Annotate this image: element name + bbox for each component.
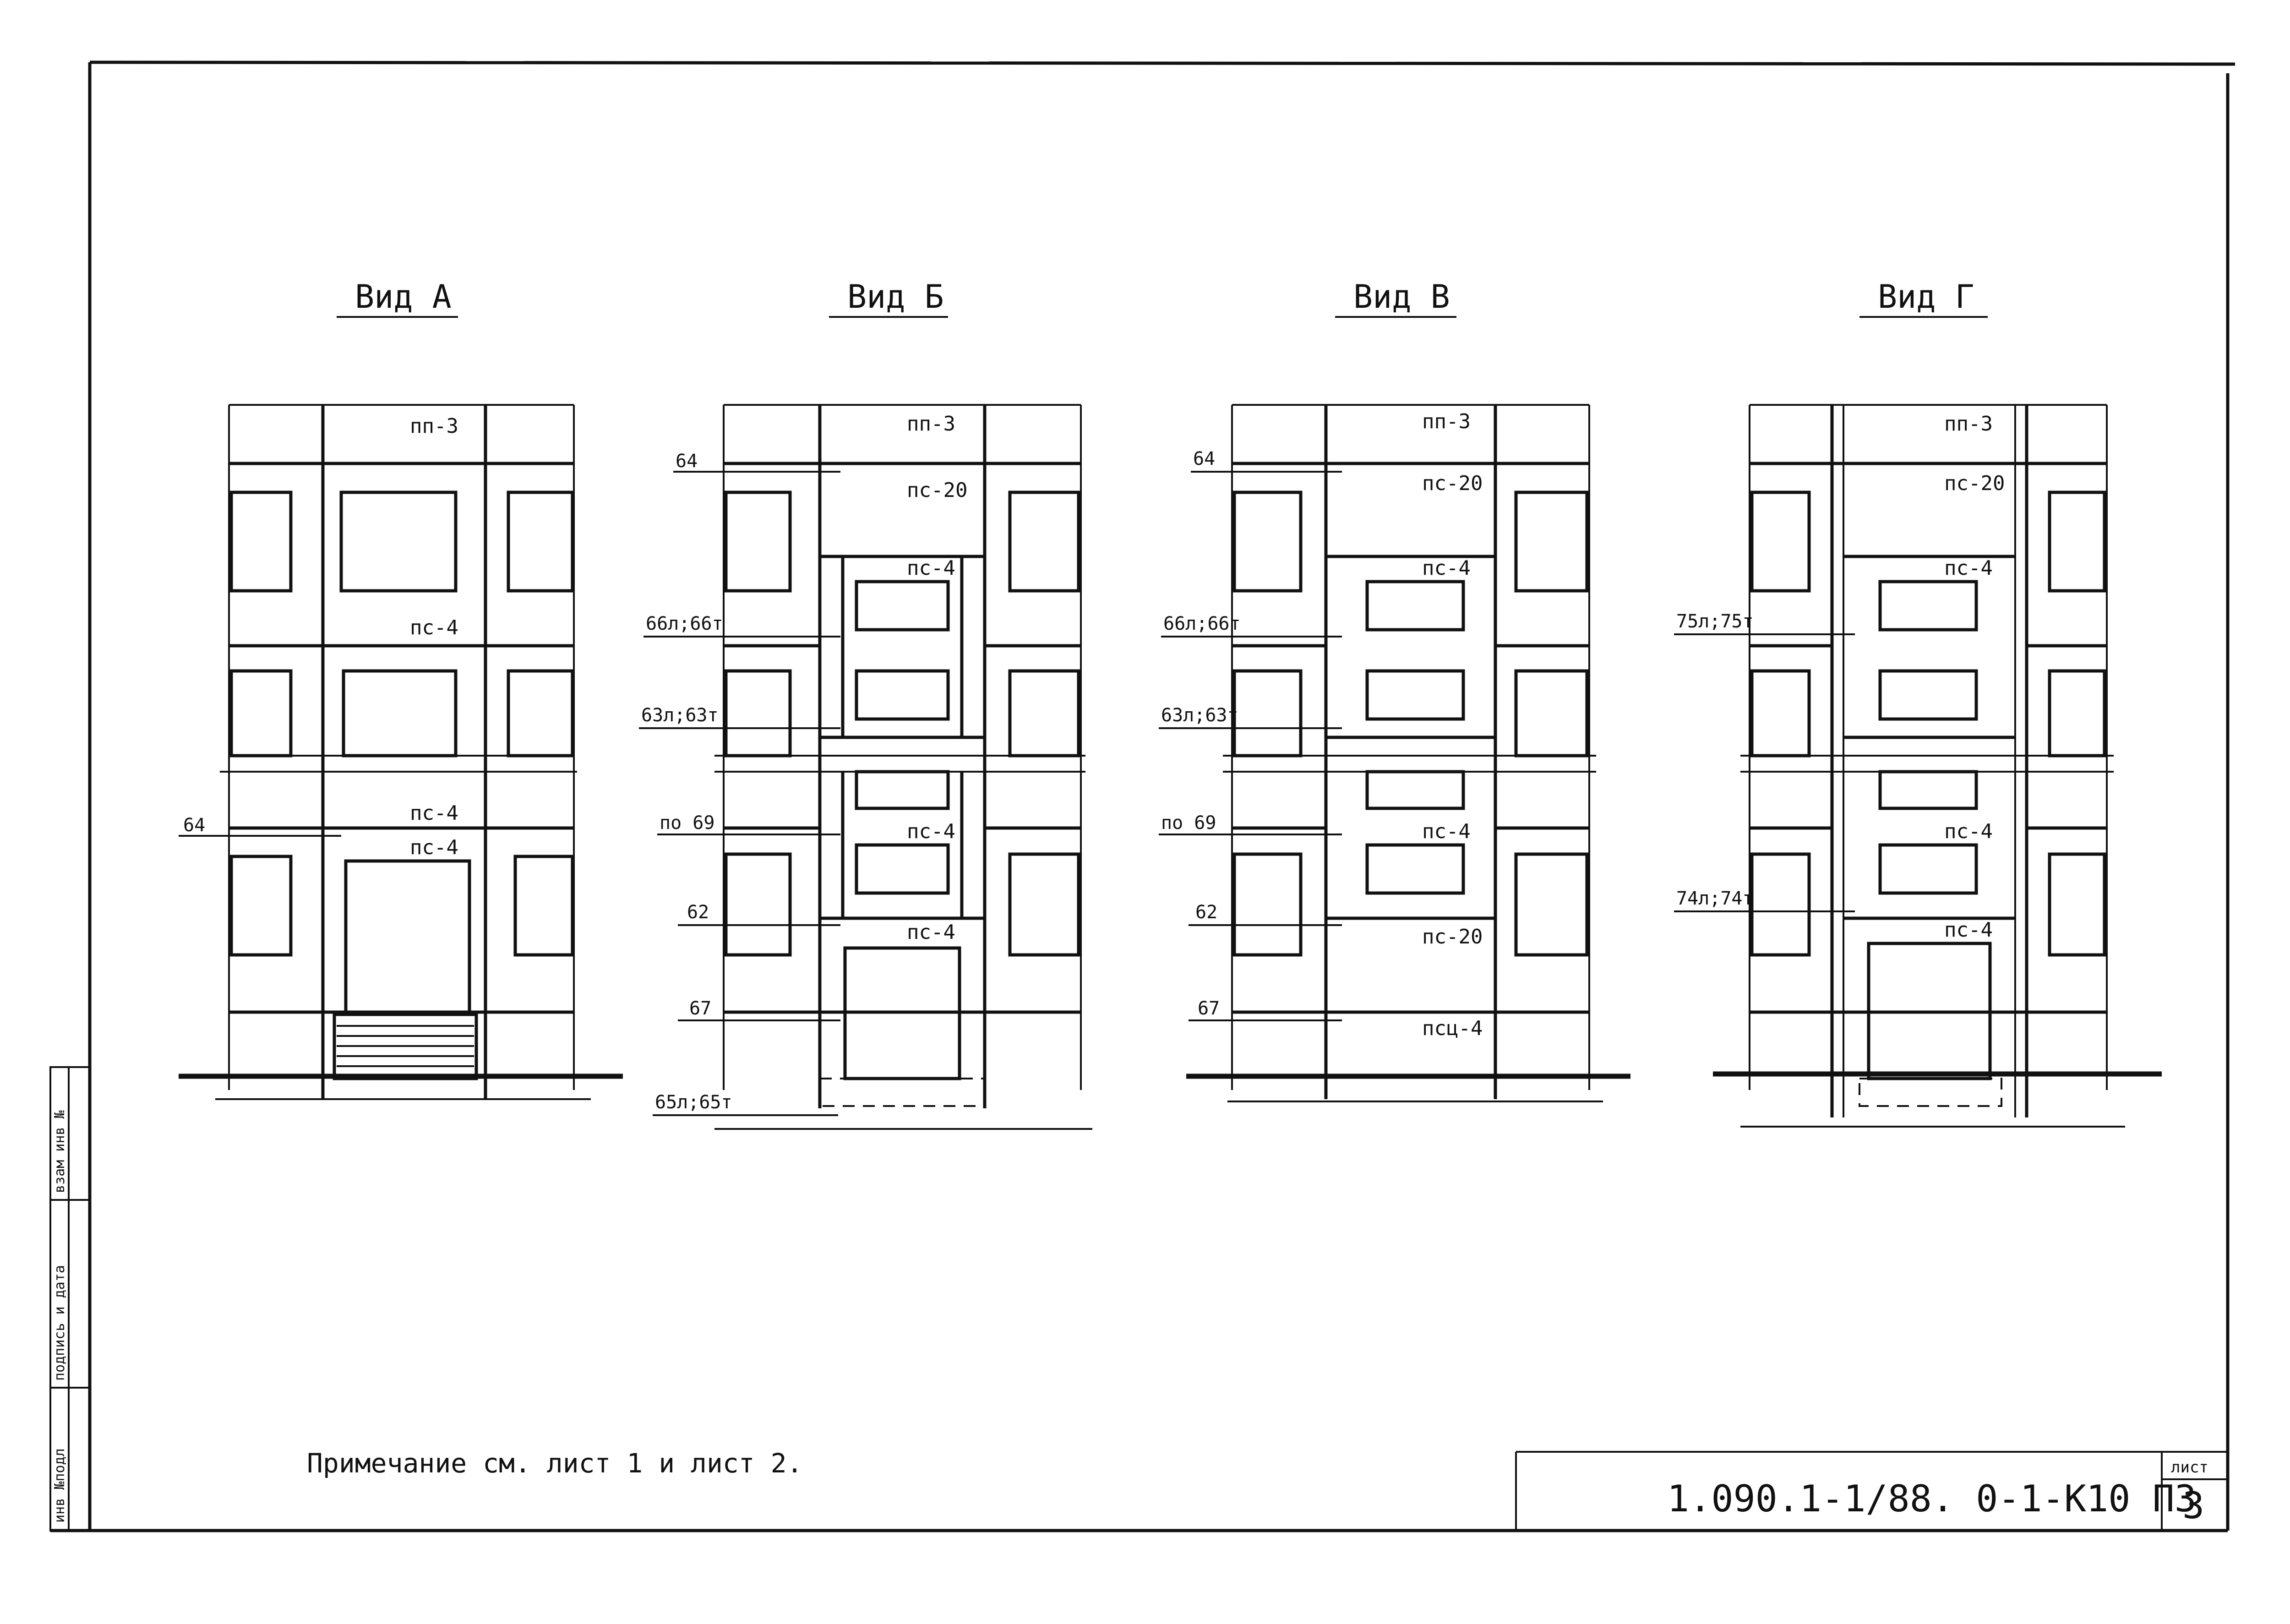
side-stamp-signature: подпись и дата	[52, 1265, 68, 1381]
view-g: Вид Г пп-3 пс-20 пс-4	[1674, 278, 2162, 1128]
view-v-label-psc4: псц-4	[1422, 1017, 1483, 1040]
view-v: Вид В пп-3 пс-20 пс-4 пс-4	[1159, 278, 1630, 1102]
view-g-label-ps4-low: пс-4	[1944, 918, 1993, 942]
view-v-leader-62: 62	[1195, 902, 1217, 923]
view-v-label-ps4-mid: пс-4	[1422, 820, 1471, 843]
side-stamp-inv: инв №подл	[52, 1448, 68, 1523]
view-a-leader-64: 64	[183, 815, 205, 836]
view-a-title: Вид А	[355, 278, 452, 316]
view-b-leader-63: 63л;63т	[641, 705, 719, 726]
view-v-label-ps20-top: пс-20	[1422, 472, 1483, 495]
drawing-note: Примечание см. лист 1 и лист 2.	[307, 1448, 803, 1479]
view-b: Вид Б пп-3 пс-20 п	[639, 278, 1092, 1130]
view-g-label-pp3: пп-3	[1944, 412, 1993, 436]
view-b-label-ps20: пс-20	[907, 479, 967, 502]
view-b-leader-65: 65л;65т	[655, 1092, 732, 1113]
view-g-label-ps4-mid: пс-4	[1944, 820, 1993, 843]
view-v-label-ps20-low: пс-20	[1422, 925, 1483, 948]
view-g-leader-74: 74л;74т	[1676, 888, 1754, 909]
view-b-label-ps4-top: пс-4	[907, 556, 955, 580]
view-g-title: Вид Г	[1878, 278, 1974, 316]
side-stamp: инв №подл подпись и дата взам инв №	[49, 1066, 91, 1531]
view-a-label-ps4-mid: пс-4	[410, 801, 458, 825]
view-v-title: Вид В	[1353, 278, 1450, 316]
view-g-leader-75: 75л;75т	[1676, 611, 1754, 632]
view-v-label-ps4-top: пс-4	[1422, 556, 1471, 580]
view-b-leader-62: 62	[687, 902, 709, 923]
view-v-leader-66: 66л;66т	[1163, 613, 1241, 634]
sheet-label: лист	[2171, 1458, 2208, 1477]
view-b-leader-67: 67	[689, 998, 711, 1019]
side-stamp-replace: взам инв №	[52, 1110, 68, 1193]
view-b-label-pp3: пп-3	[907, 412, 955, 436]
view-v-leader-63: 63л;63т	[1161, 705, 1238, 726]
view-b-title: Вид Б	[847, 278, 944, 316]
view-a-label-ps4-top: пс-4	[410, 616, 458, 639]
view-a-label-ps4-low: пс-4	[410, 836, 458, 859]
document-code: 1.090.1-1/88. 0-1-К10 ПЗ	[1667, 1477, 2197, 1520]
title-block: 1.090.1-1/88. 0-1-К10 ПЗ лист 3	[1515, 1451, 2228, 1531]
view-b-leader-69: по 69	[660, 812, 714, 834]
sheet-frame	[50, 60, 2235, 1532]
view-g-label-ps4-top: пс-4	[1944, 556, 1993, 580]
view-v-label-pp3: пп-3	[1422, 410, 1471, 433]
sheet-number: 3	[2182, 1484, 2204, 1527]
view-b-leader-64: 64	[676, 451, 698, 472]
view-v-leader-64: 64	[1193, 448, 1215, 469]
view-v-leader-67: 67	[1198, 998, 1220, 1019]
view-b-leader-66: 66л;66т	[646, 613, 723, 634]
view-a-label-pp3: пп-3	[410, 414, 458, 438]
view-g-label-ps20: пс-20	[1944, 472, 2005, 495]
view-v-leader-69: по 69	[1161, 812, 1216, 834]
view-b-label-ps4-mid: пс-4	[907, 820, 955, 843]
view-a: Вид А	[179, 278, 623, 1100]
view-b-label-ps4-low: пс-4	[907, 921, 955, 944]
